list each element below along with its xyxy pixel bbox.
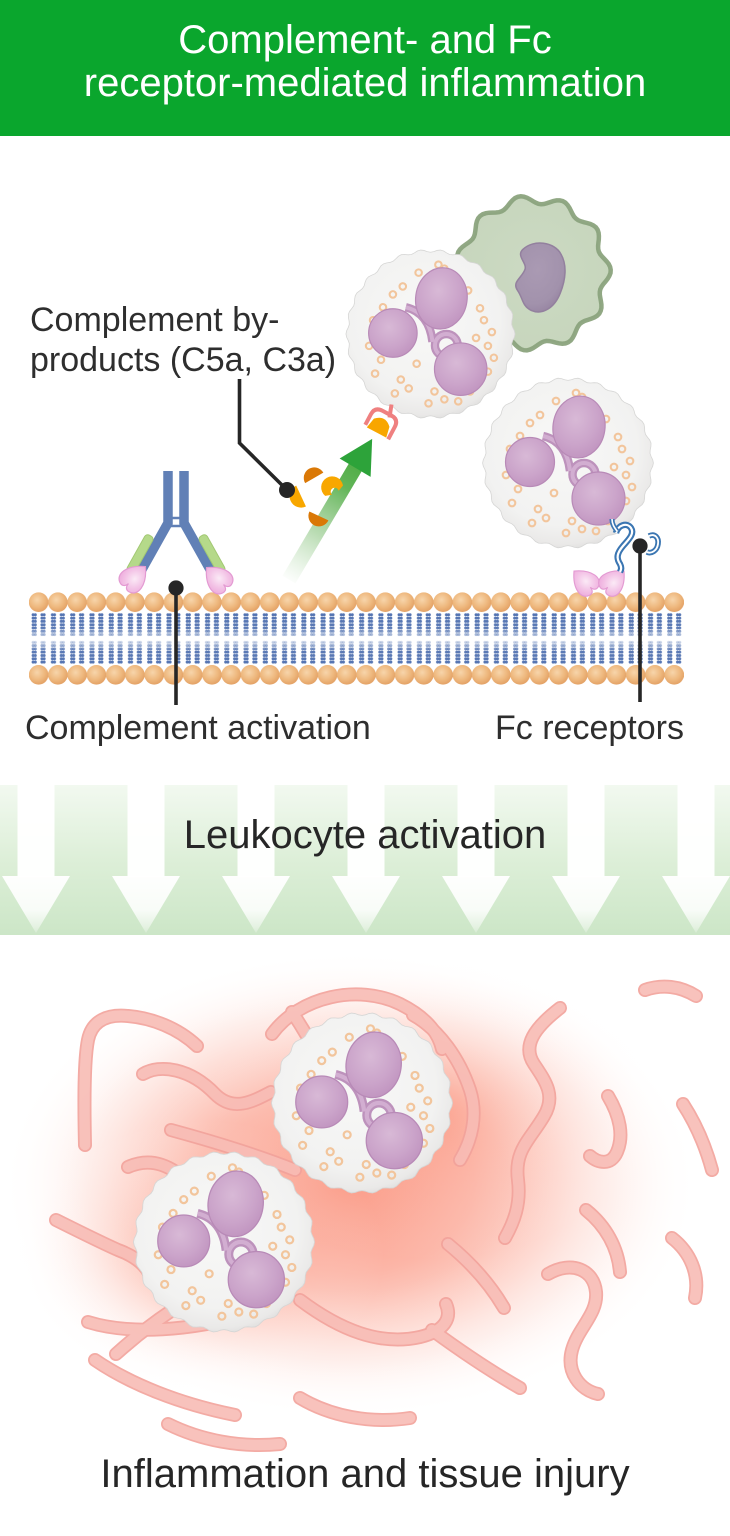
svg-text:receptor-mediated inflammation: receptor-mediated inflammation — [84, 61, 646, 105]
svg-text:Inflammation and tissue injury: Inflammation and tissue injury — [100, 1452, 629, 1496]
svg-text:Leukocyte activation: Leukocyte activation — [184, 813, 546, 857]
svg-text:Complement- and Fc: Complement- and Fc — [178, 18, 551, 62]
svg-text:Fc receptors: Fc receptors — [495, 709, 684, 747]
svg-text:Complement by-: Complement by- — [30, 301, 279, 339]
svg-text:products (C5a, C3a): products (C5a, C3a) — [30, 341, 336, 379]
svg-text:Complement activation: Complement activation — [25, 709, 371, 747]
